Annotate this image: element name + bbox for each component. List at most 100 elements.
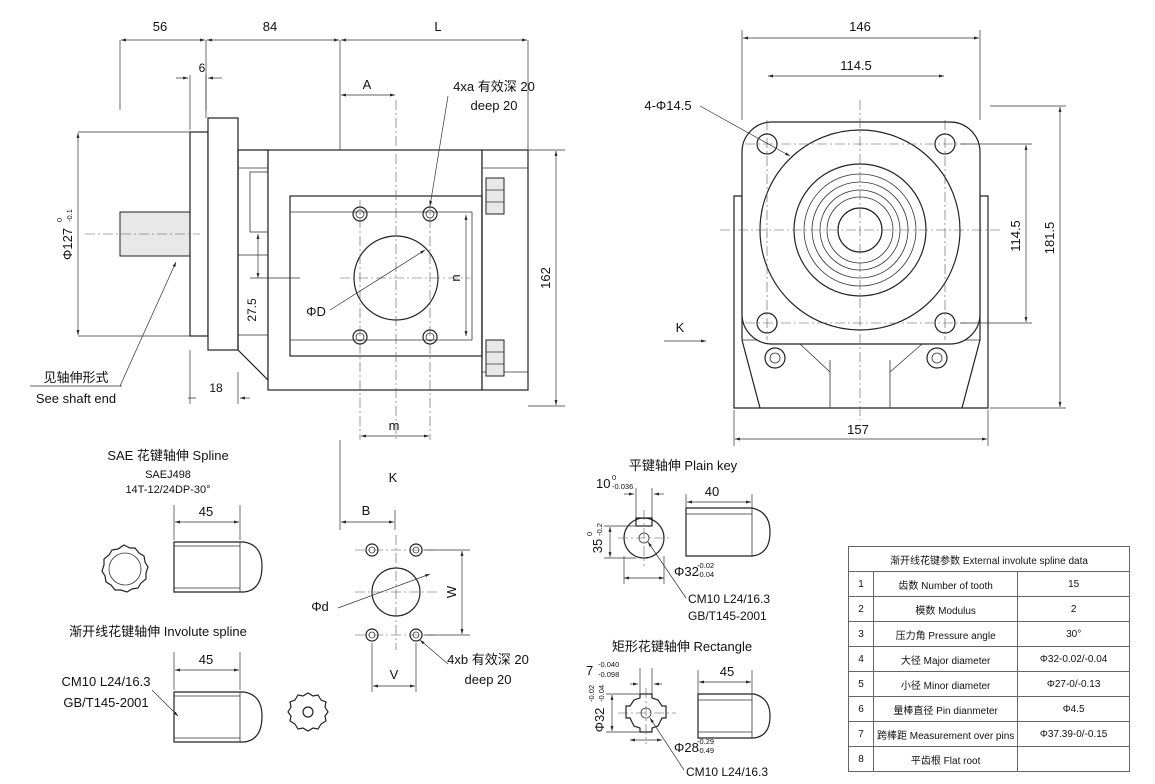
plain-key-dim-35-tol-lower: -0.2 xyxy=(595,523,604,536)
rectangle-dia-32-tol-lower: -0.04 xyxy=(597,685,606,702)
note-holes-a-cn: 4xa 有效深 20 xyxy=(453,79,535,94)
dim-146: 146 xyxy=(849,19,871,34)
plain-key: 平键轴伸 Plain key 10 0 -0.036 40 35 0 -0.2 … xyxy=(585,458,771,623)
dim-B: B xyxy=(362,503,371,518)
rectangle-dim-7: 7 xyxy=(586,663,593,678)
involute-spline: 渐开线花键轴伸 Involute spline 45 CM10 L24/16.3… xyxy=(62,624,329,743)
row-value: 15 xyxy=(1017,571,1130,597)
involute-spline-gear xyxy=(287,692,329,732)
row-value: 2 xyxy=(1017,596,1130,622)
rectangle-section xyxy=(625,693,667,733)
rectangle-shaft xyxy=(697,693,771,739)
plain-key-note-2: GB/T145-2001 xyxy=(688,609,767,623)
note-holes-b-en: deep 20 xyxy=(465,672,512,687)
dim-n: n xyxy=(448,274,463,281)
dim-6: 6 xyxy=(199,61,206,75)
plain-key-shaft xyxy=(685,507,771,557)
plain-key-note-1: CM10 L24/16.3 xyxy=(688,592,770,606)
row-number: 1 xyxy=(848,571,874,597)
rectangle-note-1: CM10 L24/16.3 xyxy=(686,765,768,779)
dim-18: 18 xyxy=(209,381,223,395)
plain-key-dim-35: 35 xyxy=(590,539,605,553)
table-row: 3 压力角 Pressure angle 30° xyxy=(848,621,1130,647)
sae-spline-spec: 14T-12/24DP-30° xyxy=(125,484,210,496)
row-parameter: 平齿根 Flat root xyxy=(872,746,1019,772)
row-value: Φ27-0/-0.13 xyxy=(1017,671,1130,697)
view-k-title: K xyxy=(389,470,398,485)
plain-key-dim-40: 40 xyxy=(705,484,719,499)
row-number: 6 xyxy=(848,696,874,722)
dim-W: W xyxy=(444,585,459,598)
dim-27-5: 27.5 xyxy=(245,298,259,322)
note-holes-b-cn: 4xb 有效深 20 xyxy=(447,652,529,667)
dim-114-5-top: 114.5 xyxy=(840,58,872,73)
side-view: 56 84 L 6 A 4xa 有效深 20 deep 20 162 n 27.… xyxy=(30,19,565,440)
row-value xyxy=(1017,746,1130,772)
involute-note-1: CM10 L24/16.3 xyxy=(62,674,151,689)
row-value: 30° xyxy=(1017,621,1130,647)
sae-spline-standard: SAEJ498 xyxy=(145,469,191,481)
note-shaft-en: See shaft end xyxy=(36,391,116,406)
dia-127-tol-upper: 0 xyxy=(55,218,64,222)
note-mount-holes: 4-Φ14.5 xyxy=(644,98,691,113)
row-parameter: 跨棒距 Measurement over pins xyxy=(872,721,1019,747)
dim-A: A xyxy=(363,77,372,92)
plain-key-dim-10: 10 xyxy=(596,476,610,491)
side-bolt-top xyxy=(485,177,505,215)
front-view: 146 114.5 114.5 181.5 157 4-Φ14.5 K xyxy=(644,19,1066,446)
dim-114-5-right: 114.5 xyxy=(1008,220,1023,252)
dim-181-5: 181.5 xyxy=(1042,222,1057,255)
table-row: 4 大径 Major diameter Φ32-0.02/-0.04 xyxy=(848,646,1130,672)
row-value: Φ4.5 xyxy=(1017,696,1130,722)
sae-spline: SAE 花键轴伸 Spline SAEJ498 14T-12/24DP-30° … xyxy=(101,448,263,593)
rectangle-dia-28-tol-upper: -0.29 xyxy=(697,737,714,746)
sae-dim-45: 45 xyxy=(199,504,213,519)
side-flange-plate xyxy=(207,117,239,351)
note-shaft-cn: 见轴伸形式 xyxy=(43,370,108,385)
table-row: 8 平齿根 Flat root xyxy=(848,746,1130,772)
sae-spline-title: SAE 花键轴伸 Spline xyxy=(107,448,228,463)
dim-162: 162 xyxy=(538,267,553,289)
involute-spline-title: 渐开线花键轴伸 Involute spline xyxy=(69,624,247,639)
side-bolt-bottom xyxy=(485,339,505,377)
row-number: 8 xyxy=(848,746,874,772)
dim-84: 84 xyxy=(263,19,277,34)
table-row: 5 小径 Minor diameter Φ27-0/-0.13 xyxy=(848,671,1130,697)
row-number: 3 xyxy=(848,621,874,647)
table-row: 2 模数 Modulus 2 xyxy=(848,596,1130,622)
row-value: Φ32-0.02/-0.04 xyxy=(1017,646,1130,672)
plain-key-dia-32-tol-lower: -0.04 xyxy=(697,570,714,579)
rectangle-dim-45: 45 xyxy=(720,664,734,679)
row-number: 5 xyxy=(848,671,874,697)
row-parameter: 模数 Modulus xyxy=(872,596,1019,622)
row-parameter: 大径 Major diameter xyxy=(872,646,1019,672)
plain-key-dia-32-tol-upper: -0.02 xyxy=(697,561,714,570)
table-row: 1 齿数 Number of tooth 15 xyxy=(848,571,1130,597)
note-holes-a-en: deep 20 xyxy=(471,98,518,113)
rectangle-dia-28: Φ28 xyxy=(674,740,699,755)
row-number: 2 xyxy=(848,596,874,622)
rectangle-dia-32: Φ32 xyxy=(592,708,607,733)
dim-V: V xyxy=(390,667,399,682)
view-k-holes xyxy=(365,543,423,642)
plain-key-title: 平键轴伸 Plain key xyxy=(629,458,738,473)
front-flange xyxy=(741,121,981,345)
row-number: 4 xyxy=(848,646,874,672)
side-port-face xyxy=(289,195,483,357)
row-parameter: 齿数 Number of tooth xyxy=(872,571,1019,597)
involute-shaft xyxy=(173,691,263,743)
involute-dim-45: 45 xyxy=(199,652,213,667)
rectangle-title: 矩形花键轴伸 Rectangle xyxy=(612,639,752,654)
view-k-arrow-label: K xyxy=(676,320,685,335)
row-value: Φ37.39-0/-0.15 xyxy=(1017,721,1130,747)
side-main-body xyxy=(267,149,483,391)
dia-127: Φ127 xyxy=(60,228,75,260)
involute-note-2: GB/T145-2001 xyxy=(63,695,148,710)
spline-table-header: 渐开线花键参数 External involute spline data xyxy=(848,546,1130,572)
row-parameter: 压力角 Pressure angle xyxy=(872,621,1019,647)
dia-d: Φd xyxy=(311,599,329,614)
rectangle-dia-28-tol-lower: -0.49 xyxy=(697,746,714,755)
plain-key-dia-32: Φ32 xyxy=(674,564,699,579)
dia-D: ΦD xyxy=(306,304,326,319)
